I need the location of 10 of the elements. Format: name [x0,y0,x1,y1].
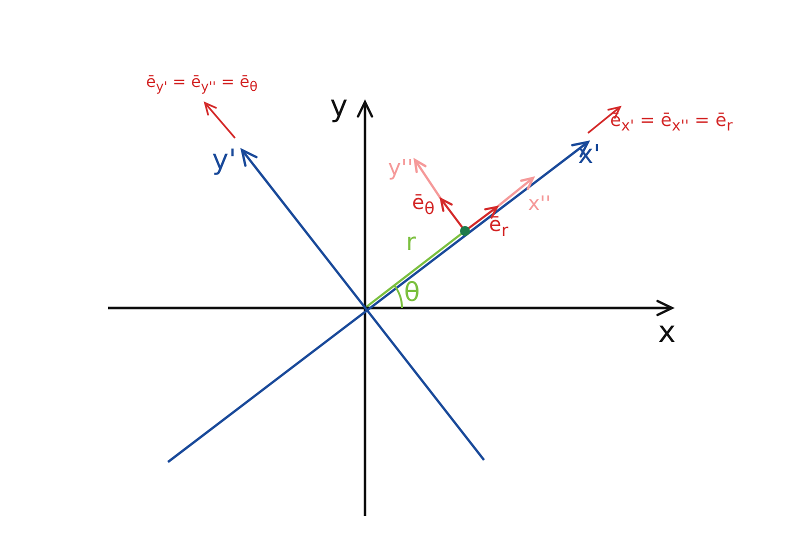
axis-label: x'' [528,193,551,213]
equation-label: ē$_{y'}$ = ē$_{y''}$ = ē$_{θ}$ [146,74,258,95]
axis-label: x [658,318,676,348]
axis-label: y [330,92,348,122]
axis-label: y'' [388,158,414,180]
axis-label: y' [212,146,236,174]
variable-label: r [406,230,416,254]
vector-label: ē$_{r}$ [489,214,508,240]
vector-label: ē$_{θ}$ [412,192,435,218]
angle-label: θ [404,280,420,306]
